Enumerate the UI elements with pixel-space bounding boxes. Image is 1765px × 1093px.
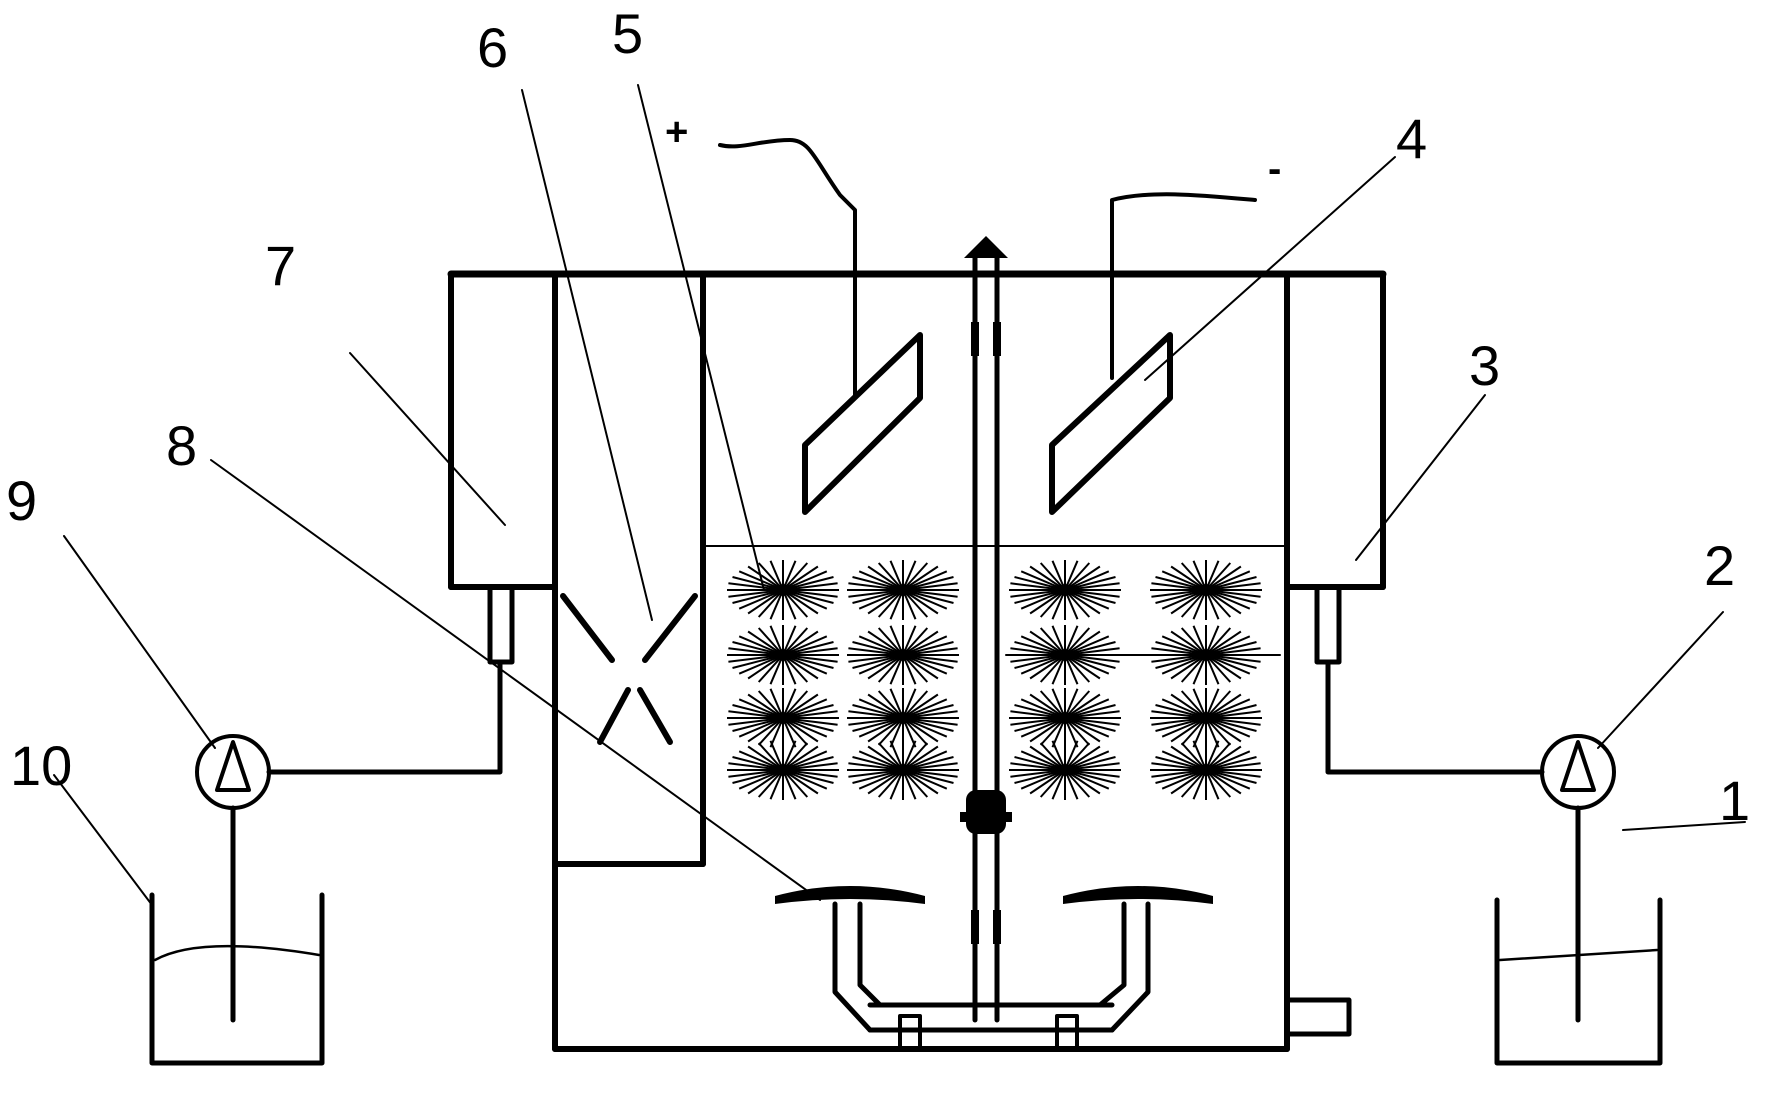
- carrier-7: [1009, 625, 1121, 685]
- label-2: 2: [1704, 534, 1735, 597]
- biofilm-carriers: [727, 560, 1262, 800]
- reactor-tank: [447, 270, 1387, 1052]
- label-7: 7: [265, 234, 296, 297]
- label-8: 8: [166, 414, 197, 477]
- negative-sign: -: [1268, 147, 1281, 191]
- effluent-outlet: [487, 584, 515, 665]
- carrier-11: [1009, 688, 1121, 748]
- carrier-5: [727, 625, 839, 685]
- carrier-16: [1150, 740, 1262, 800]
- carrier-4: [1150, 560, 1262, 620]
- central-shaft: [960, 236, 1012, 1023]
- carrier-6: [847, 625, 959, 685]
- positive-sign: +: [665, 110, 688, 154]
- label-10: 10: [10, 734, 72, 797]
- label-6: 6: [477, 16, 508, 79]
- drain-outlet: [1284, 997, 1352, 1037]
- influent-pump: [1325, 659, 1616, 1023]
- cathode-electrode: [1049, 192, 1257, 515]
- carrier-8: [1150, 625, 1262, 685]
- carrier-2: [847, 560, 959, 620]
- carrier-12: [1150, 688, 1262, 748]
- influent-outlet: [1314, 584, 1342, 665]
- label-5: 5: [612, 2, 643, 65]
- leader-lines: [53, 84, 1746, 906]
- carrier-1: [727, 560, 839, 620]
- effluent-beaker: [149, 892, 325, 1066]
- label-1: 1: [1719, 769, 1750, 832]
- anode-electrode: [718, 138, 923, 515]
- carrier-15: [1009, 740, 1121, 800]
- effluent-pump: [195, 659, 503, 1023]
- carrier-9: [727, 688, 839, 748]
- effluent-tank: [448, 271, 558, 665]
- carrier-13: [727, 740, 839, 800]
- label-9: 9: [6, 469, 37, 532]
- carrier-3: [1009, 560, 1121, 620]
- carrier-10: [847, 688, 959, 748]
- influent-beaker: [1494, 897, 1663, 1066]
- air-manifold: [867, 1002, 1115, 1051]
- aerator-left: [775, 886, 925, 1033]
- settling-zone: [552, 271, 706, 867]
- label-3: 3: [1469, 334, 1500, 397]
- carrier-14: [847, 740, 959, 800]
- label-4: 4: [1396, 107, 1427, 170]
- callout-labels: 1 2 3 4 5 6 7 8 9 10: [6, 2, 1750, 832]
- aerator-right: [1063, 886, 1213, 1033]
- influent-tank: [1284, 271, 1386, 665]
